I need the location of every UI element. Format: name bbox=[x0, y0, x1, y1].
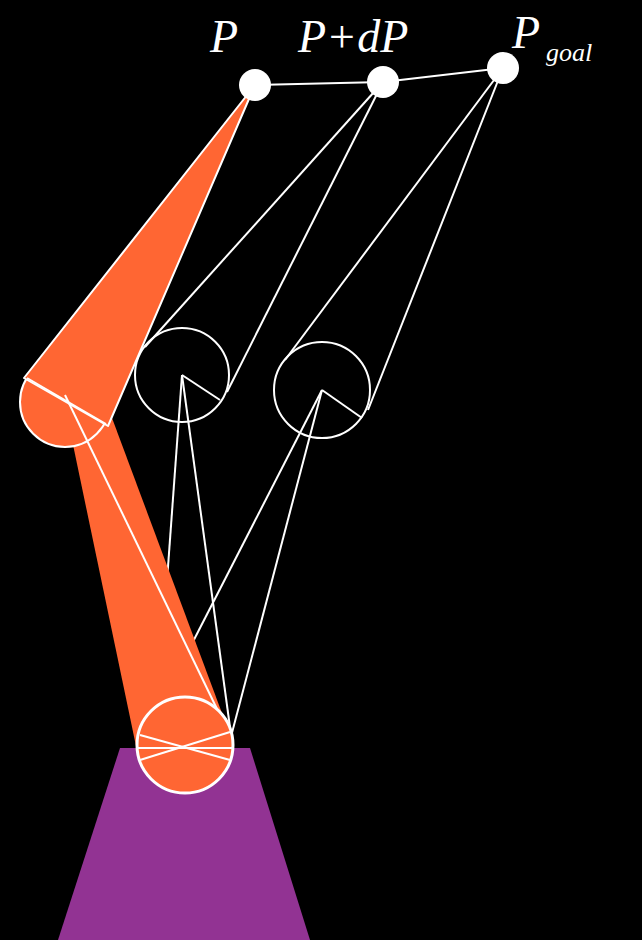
subscript-label: goal bbox=[546, 40, 592, 66]
point-label: P bbox=[512, 10, 540, 56]
arm-link bbox=[24, 85, 255, 426]
point-label: P+dP bbox=[298, 14, 408, 60]
arm-link bbox=[62, 392, 232, 746]
point-label: P bbox=[210, 14, 238, 60]
joint-lines bbox=[138, 732, 232, 760]
base-joint bbox=[137, 697, 233, 793]
